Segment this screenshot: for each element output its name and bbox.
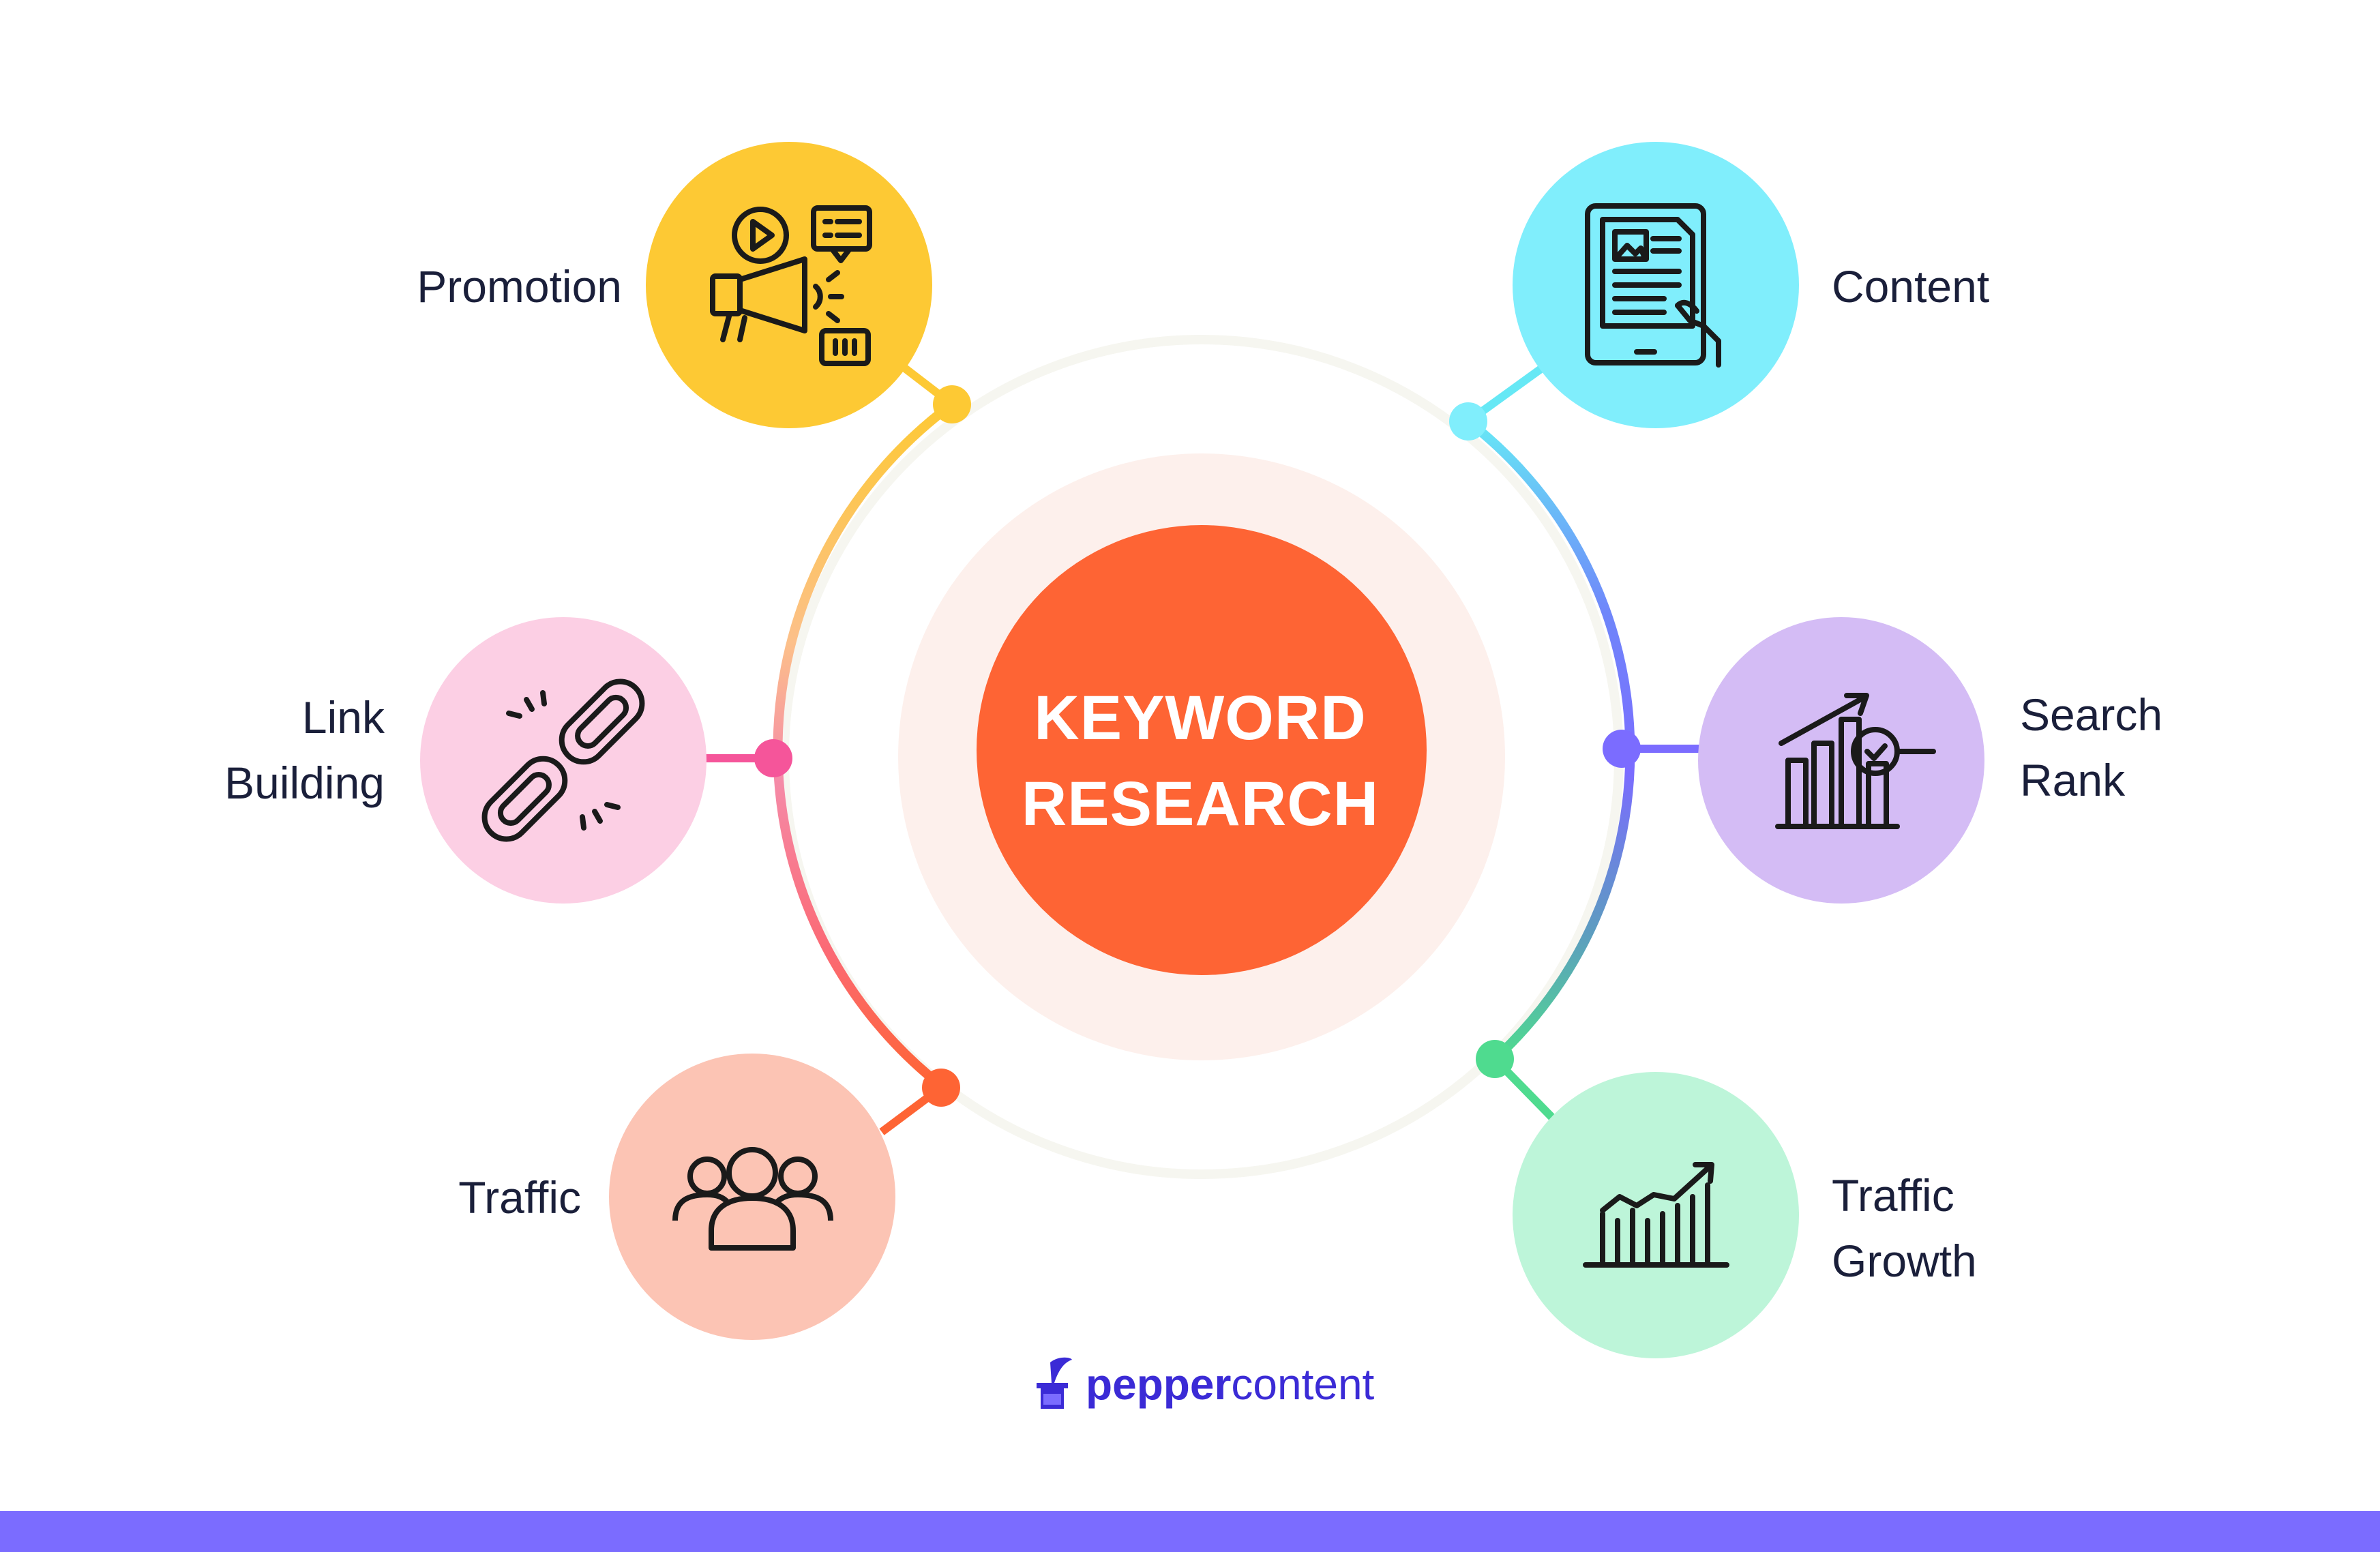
node-link-building	[420, 617, 706, 904]
dot-traffic-growth	[1476, 1040, 1514, 1078]
label-traffic-growth: Traffic Growth	[1832, 1163, 1977, 1294]
dot-search-rank	[1603, 730, 1641, 768]
center-circle	[977, 525, 1427, 975]
megaphone-icon	[710, 205, 872, 366]
label-search-rank: Search Rank	[2020, 682, 2162, 813]
dot-content	[1449, 402, 1487, 441]
label-promotion: Promotion	[417, 261, 622, 312]
dot-link-building	[754, 739, 792, 777]
people-group-icon	[672, 1147, 833, 1251]
growth-chart-icon	[1583, 1162, 1729, 1268]
chain-link-icon	[481, 678, 645, 842]
label-link-building-line1: Link	[301, 692, 385, 743]
label-traffic-growth-line1: Traffic	[1832, 1170, 1954, 1221]
ink-quill-icon	[1037, 1357, 1072, 1409]
center-title: KEYWORD RESEARCH	[975, 675, 1425, 847]
label-traffic: Traffic	[458, 1172, 581, 1223]
node-traffic-growth	[1513, 1072, 1799, 1358]
bar-chart-magnifier-icon	[1775, 693, 1936, 829]
label-content: Content	[1832, 261, 1990, 312]
center-title-line2: RESEARCH	[1021, 769, 1380, 839]
label-search-rank-line2: Rank	[2020, 755, 2126, 805]
dot-traffic	[922, 1069, 960, 1107]
brand-name-part2: content	[1231, 1360, 1375, 1409]
center-title-line1: KEYWORD	[1034, 683, 1367, 753]
label-link-building-line2: Building	[224, 758, 385, 808]
label-search-rank-line1: Search	[2020, 689, 2163, 740]
tablet-document-icon	[1585, 203, 1721, 368]
brand-name-part1: pepper	[1086, 1360, 1232, 1409]
footer-bar	[0, 1511, 2380, 1552]
node-promotion	[646, 142, 932, 428]
dot-promotion	[933, 385, 971, 423]
label-link-building: Link Building	[136, 685, 385, 816]
label-traffic-growth-line2: Growth	[1832, 1236, 1977, 1286]
